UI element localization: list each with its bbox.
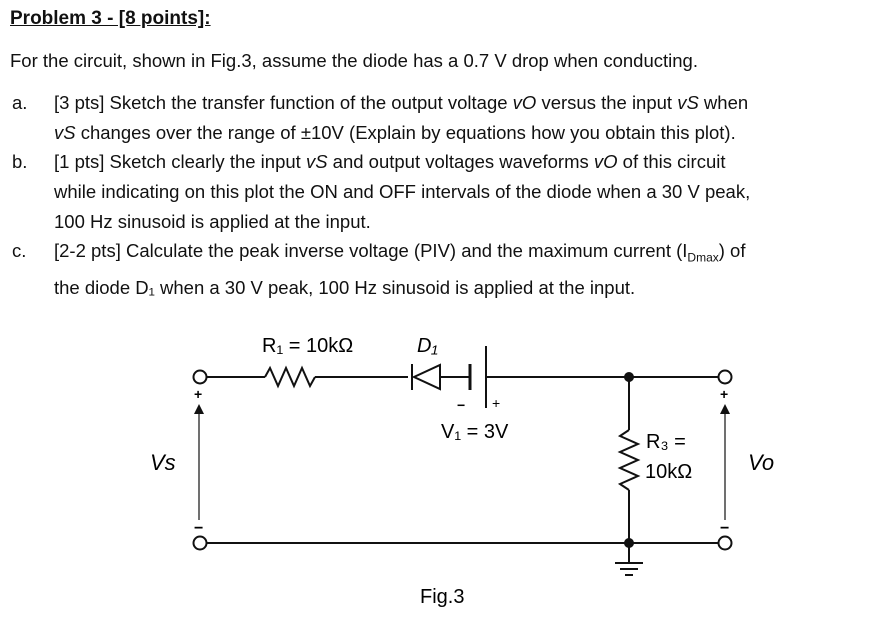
symbol-vo: vO [512,92,537,113]
question-b-text-1: [1 pts] Sketch clearly the input [54,151,306,172]
question-c-marker: c. [12,240,27,261]
question-a-marker: a. [12,92,28,113]
question-a-text-1: [3 pts] Sketch the transfer function of … [54,92,513,113]
question-b-marker: b. [12,151,28,172]
output-arrow-head [720,404,730,414]
question-a-text-2: versus the input [536,92,678,113]
r3-label-1: R₃ = [646,431,686,453]
question-c-text-2: ) of [718,240,746,261]
symbol-vo: vO [593,151,618,172]
question-b-text-4: while indicating on this plot the ON and… [54,181,751,202]
figure-caption: Fig.3 [420,586,464,608]
resistor-r1 [264,365,316,389]
problem-title: Problem 3 - [8 points]: [10,8,211,29]
question-b-text-5: 100 Hz sinusoid is applied at the input. [54,211,371,232]
problem-intro: For the circuit, shown in Fig.3, assume … [10,50,698,71]
output-terminal-bottom [717,535,733,551]
junction-bottom [624,538,634,548]
input-minus: − [194,520,203,537]
battery-plus: + [492,395,500,411]
question-b-text-2: and output voltages waveforms [327,151,594,172]
question-c-text-1: [2-2 pts] Calculate the peak inverse vol… [54,240,688,261]
question-b-text-3: of this circuit [617,151,726,172]
question-a-text-4: changes over the range of ±10V (Explain … [75,122,736,143]
question-a-text-3: when [698,92,749,113]
d1-label: D₁ [417,335,438,357]
symbol-vs: vS [677,92,699,113]
input-plus: + [194,386,202,402]
battery-minus: − [457,397,465,413]
output-minus: − [720,520,729,537]
symbol-vs: vS [54,122,76,143]
input-terminal-top [192,369,208,385]
output-plus: + [720,386,728,402]
r1-label: R₁ = 10kΩ [262,335,353,357]
symbol-vs: vS [305,151,328,172]
input-arrow-head [194,404,204,414]
input-terminal-bottom [192,535,208,551]
v1-label: V₁ = 3V [441,421,509,443]
vo-label: Vo [748,450,774,475]
diode-d1 [411,363,441,391]
junction-top [624,372,634,382]
question-c-text-3: the diode D₁ when a 30 V peak, 100 Hz si… [54,276,636,298]
r3-label-2: 10kΩ [645,461,692,483]
resistor-r3 [617,429,641,491]
question-c-subscript: Dmax [687,250,719,265]
output-terminal-top [717,369,733,385]
vs-label: Vs [150,450,176,475]
